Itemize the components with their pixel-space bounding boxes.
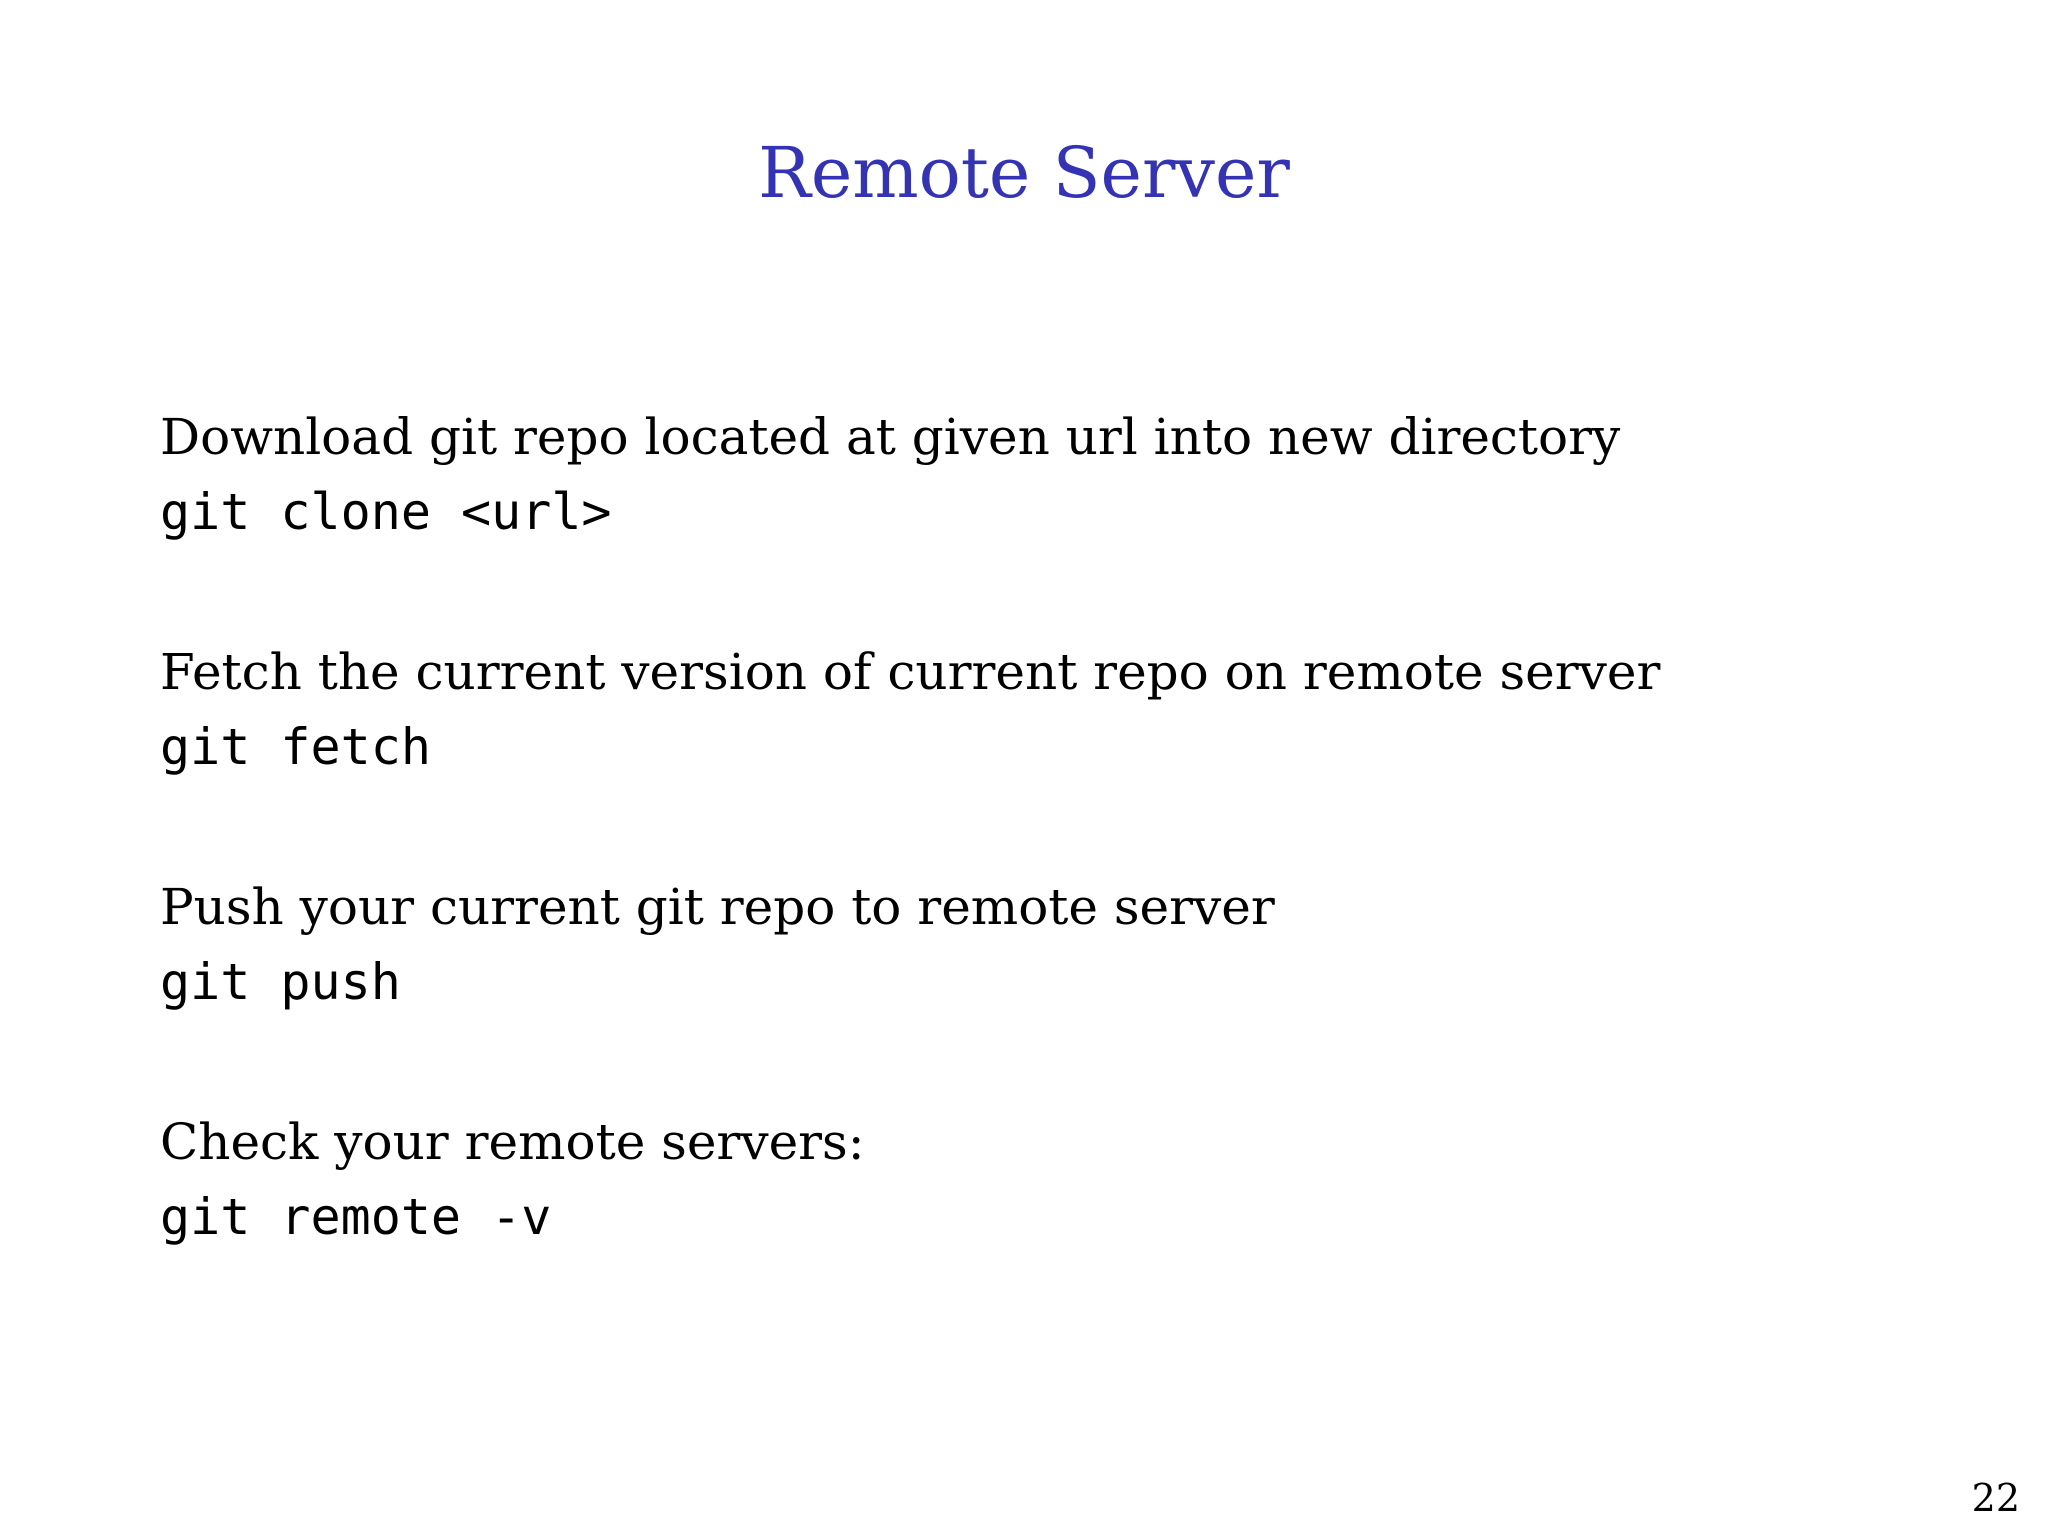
command-group-remote: Check your remote servers: git remote -v [160,1105,1928,1255]
command-code: git remote -v [160,1188,552,1246]
command-group-push: Push your current git repo to remote ser… [160,870,1928,1020]
command-group-clone: Download git repo located at given url i… [160,400,1928,550]
command-code: git push [160,953,401,1011]
command-description: Push your current git repo to remote ser… [160,878,1275,936]
command-code: git fetch [160,718,431,776]
command-group-fetch: Fetch the current version of current rep… [160,635,1928,785]
command-description: Fetch the current version of current rep… [160,643,1661,701]
command-description: Check your remote servers: [160,1113,865,1171]
command-description: Download git repo located at given url i… [160,408,1621,466]
command-code: git clone <url> [160,483,612,541]
slide-content: Download git repo located at given url i… [160,400,1928,1340]
slide-title: Remote Server [758,132,1290,214]
page-number: 22 [1971,1476,2020,1520]
